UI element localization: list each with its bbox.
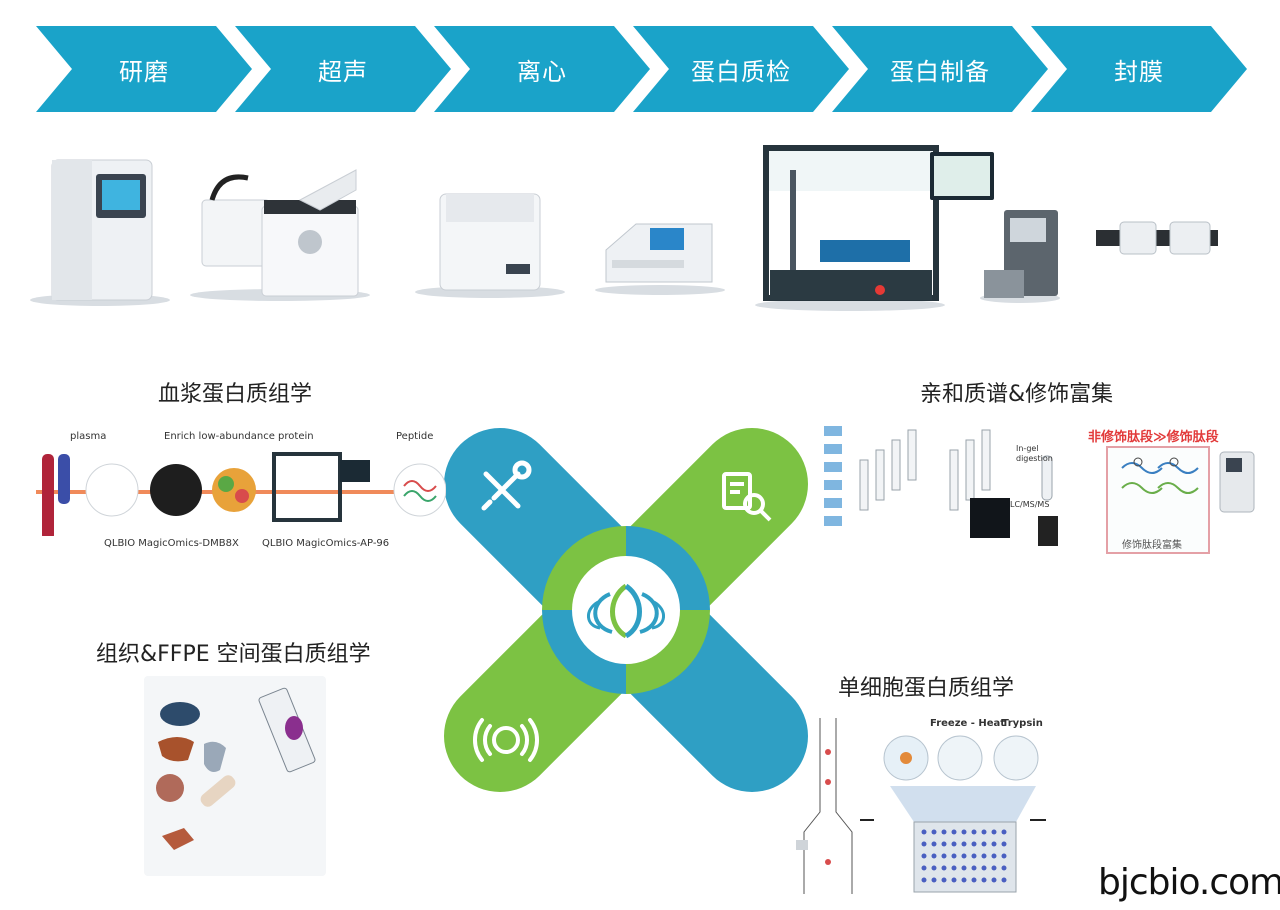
ultrasonic-instrument-image <box>190 169 370 301</box>
company-logo <box>587 583 665 639</box>
plasma-label: plasma <box>70 431 107 442</box>
trypsin-label: Trypsin <box>1002 718 1043 729</box>
lcms-label: LC/MS/MS <box>1010 500 1050 509</box>
chevron-shape <box>434 26 650 112</box>
tissue-organ-icons <box>156 687 316 850</box>
affinity-section-title: 亲和质谱&修饰富集 <box>920 382 1114 407</box>
pipeline-step-protein-prep: 蛋白制备 <box>832 26 1048 112</box>
center-ring <box>542 526 710 694</box>
grinder-instrument-image <box>30 159 170 306</box>
chevron-shape <box>832 26 1048 112</box>
plate-sealer-instrument-image <box>980 210 1060 303</box>
pipeline-step-ultrasonic: 超声 <box>235 26 451 112</box>
tissue-section-title: 组织&FFPE 空间蛋白质组学 <box>96 642 371 667</box>
center-x-graphic <box>444 428 808 792</box>
site-watermark: bjcbio.com <box>1098 862 1280 903</box>
enrich-label: Enrich low-abundance protein <box>164 431 314 442</box>
pipeline-step-sealing: 封膜 <box>1031 26 1247 112</box>
pipeline-step-grind: 研磨 <box>36 26 252 112</box>
pipeline-step-label: 封膜 <box>1114 57 1164 86</box>
pipeline-step-label: 超声 <box>318 57 368 86</box>
instrument-row <box>30 145 1218 311</box>
pipeline-step-label: 离心 <box>517 57 567 86</box>
singlecell-workflow-illustration <box>796 718 1046 894</box>
plasma-section-title: 血浆蛋白质组学 <box>158 382 313 407</box>
pipeline-step-centrifuge: 离心 <box>434 26 650 112</box>
pipeline-step-label: 研磨 <box>119 57 169 86</box>
device1-label: QLBIO MagicOmics-DMB8X <box>104 538 239 549</box>
chevron-shape <box>36 26 252 112</box>
chevron-shape <box>1031 26 1247 112</box>
centrifuge-instrument-image <box>415 193 565 298</box>
affinity-workflow-illustration <box>824 426 1058 546</box>
peptide-label: Peptide <box>396 431 434 442</box>
modification-enrichment-box: 修饰肽段富集 <box>1106 446 1210 554</box>
search-document-icon <box>722 472 772 522</box>
tools-icon <box>481 460 532 511</box>
ingel-label: In-gel <box>1016 444 1039 453</box>
plate-reader-instrument-image <box>595 223 725 295</box>
modification-header: 非修饰肽段≫修饰肽段 <box>1088 430 1219 445</box>
singlecell-section-title: 单细胞蛋白质组学 <box>838 676 1015 701</box>
workstation-instrument-image <box>755 145 994 311</box>
chevron-shape <box>235 26 451 112</box>
modification-box-label: 修饰肽段富集 <box>1122 540 1182 551</box>
chevron-shape <box>633 26 849 112</box>
pipeline-step-label: 蛋白制备 <box>890 57 990 86</box>
plasma-workflow-illustration <box>36 452 446 536</box>
digestion-label: digestion <box>1016 454 1053 463</box>
pipeline-step-protein-qc: 蛋白质检 <box>633 26 849 112</box>
pipeline-step-label: 蛋白质检 <box>691 57 791 86</box>
peptide-enrichment-icon <box>1121 457 1199 494</box>
mass-spec-image <box>1219 451 1255 513</box>
tissue-illustration <box>144 676 326 876</box>
device2-label: QLBIO MagicOmics-AP-96 <box>262 538 390 549</box>
sound-wave-icon <box>472 718 540 762</box>
sealing-film-image <box>1096 221 1218 255</box>
freeze-heat-label: Freeze - Heat <box>930 718 1006 729</box>
